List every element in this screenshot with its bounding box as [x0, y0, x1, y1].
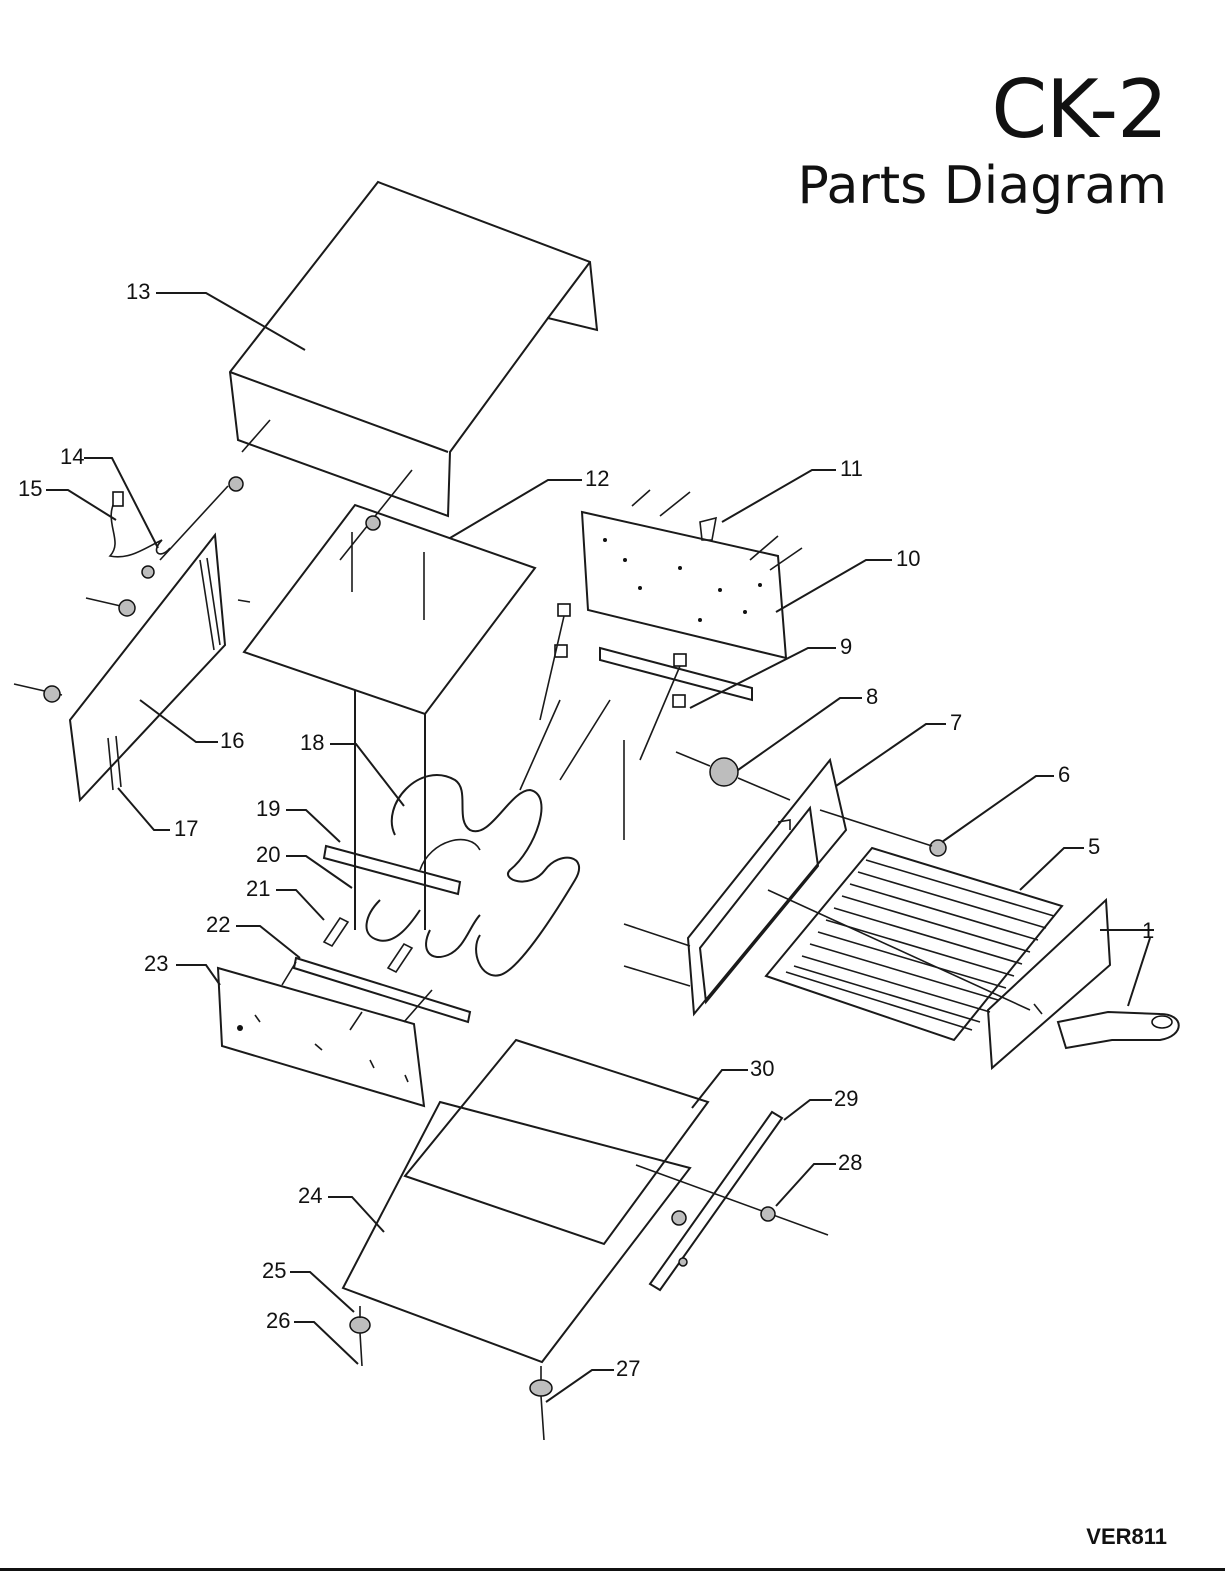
part-6-knob [820, 810, 946, 856]
part-8-fan-motor [676, 752, 790, 800]
part-label-9: 9 [840, 634, 852, 659]
part-label-16: 16 [220, 728, 244, 753]
part-25-26-27-feet [350, 1306, 552, 1440]
part-label-26: 26 [266, 1308, 290, 1333]
part-label-17: 17 [174, 816, 198, 841]
part-13-top-cover [230, 182, 597, 516]
part-7-front-frame [624, 760, 846, 1014]
part-19-element-bar [324, 846, 460, 894]
part-12-housing [244, 470, 535, 930]
part-label-6: 6 [1058, 762, 1070, 787]
part-14-15-power-cord [110, 492, 170, 578]
part-label-28: 28 [838, 1150, 862, 1175]
part-label-30: 30 [750, 1056, 774, 1081]
part-label-19: 19 [256, 796, 280, 821]
part-label-27: 27 [616, 1356, 640, 1381]
part-label-10: 10 [896, 546, 920, 571]
part-label-20: 20 [256, 842, 280, 867]
part-label-18: 18 [300, 730, 324, 755]
part-label-25: 25 [262, 1258, 286, 1283]
part-label-8: 8 [866, 684, 878, 709]
part-label-15: 15 [18, 476, 42, 501]
part-18-heating-element [366, 700, 610, 976]
version-code: VER811 [1086, 1524, 1167, 1550]
part-label-22: 22 [206, 912, 230, 937]
part-9-mounting-pads [540, 604, 686, 840]
part-label-7: 7 [950, 710, 962, 735]
part-label-11: 11 [840, 456, 863, 481]
part-label-29: 29 [834, 1086, 858, 1111]
part-label-21: 21 [246, 876, 270, 901]
part-30-bottom-plate [405, 1040, 708, 1244]
part-number-labels: 1 5 6 7 8 9 10 11 12 13 14 15 16 17 18 1… [18, 279, 1154, 1381]
bottom-divider [0, 1568, 1225, 1571]
part-label-14: 14 [60, 444, 84, 469]
part-24-base [343, 1102, 828, 1362]
part-label-5: 5 [1088, 834, 1100, 859]
part-label-24: 24 [298, 1183, 322, 1208]
leader-lines [46, 293, 1154, 1402]
part-29-side-strip [650, 1112, 782, 1290]
part-label-23: 23 [144, 951, 168, 976]
part-label-1: 1 [1142, 918, 1154, 943]
part-label-13: 13 [126, 279, 150, 304]
part-label-12: 12 [585, 466, 609, 491]
